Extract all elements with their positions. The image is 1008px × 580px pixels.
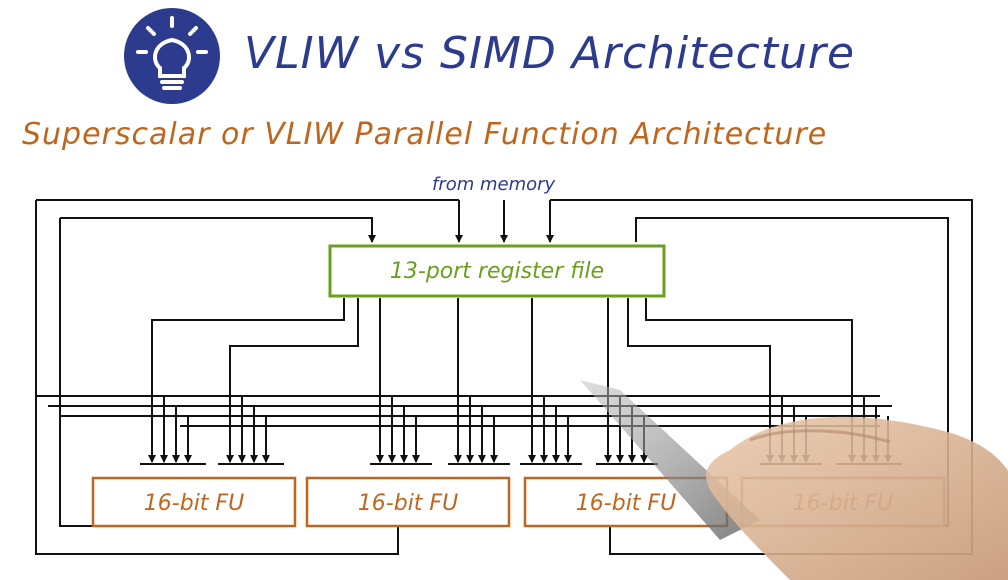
wires (35, 199, 973, 555)
fu-label: 16-bit FU (793, 491, 893, 516)
functional-unit: 16-bit FU (523, 476, 729, 528)
functional-unit: 16-bit FU (305, 476, 511, 528)
register-file-label: 13-port register file (390, 259, 604, 284)
fu-label: 16-bit FU (576, 491, 676, 516)
lightbulb-icon (124, 8, 220, 104)
fu-label: 16-bit FU (144, 491, 244, 516)
header: VLIW vs SIMD Architecture (0, 0, 1008, 110)
functional-unit: 16-bit FU (740, 476, 946, 528)
functional-unit: 16-bit FU (91, 476, 297, 528)
subtitle: Superscalar or VLIW Parallel Function Ar… (22, 117, 828, 152)
page-title: VLIW vs SIMD Architecture (244, 28, 856, 79)
architecture-diagram: from memory (35, 174, 973, 555)
from-memory-label: from memory (432, 174, 556, 195)
fu-label: 16-bit FU (358, 491, 458, 516)
register-file: 13-port register file (328, 244, 666, 298)
